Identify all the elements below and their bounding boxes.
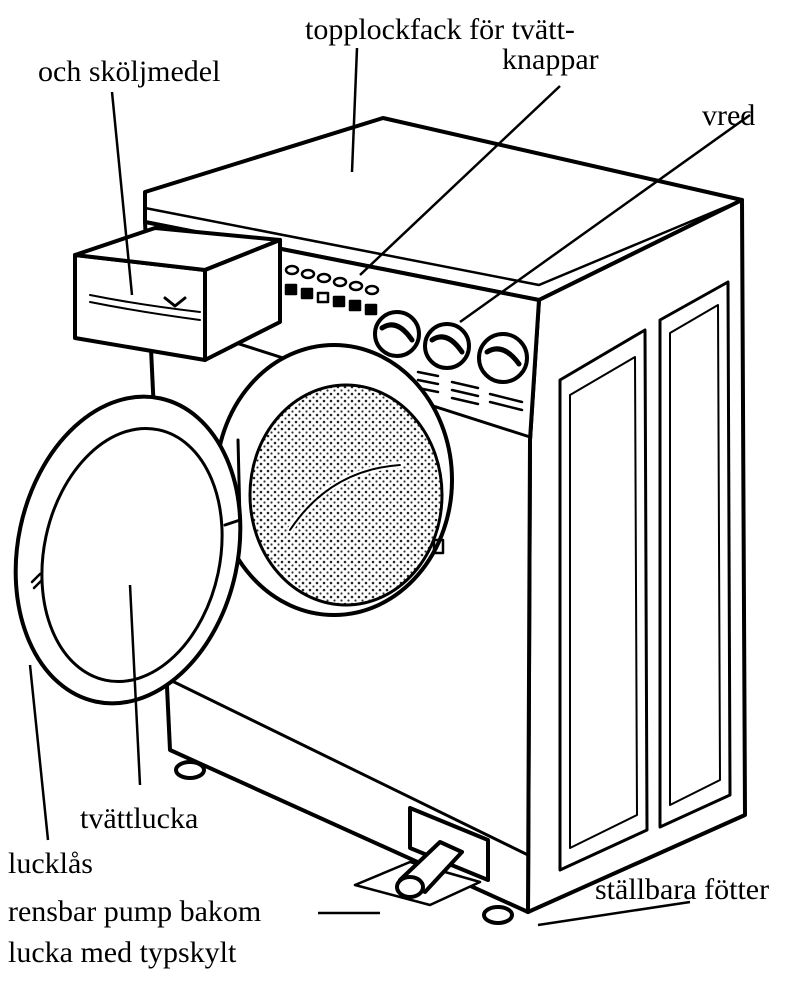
label-top-lid-2: knappar — [502, 43, 599, 76]
pump-hatch — [353, 806, 490, 907]
label-pump-1: rensbar pump bakom — [8, 895, 262, 928]
label-feet: ställbara fötter — [595, 873, 770, 906]
leader-feet — [537, 900, 691, 927]
label-rinse: och sköljmedel — [38, 55, 221, 88]
porthole — [214, 343, 454, 617]
control-knobs — [373, 310, 529, 384]
leader-buttons — [359, 85, 561, 276]
leader-knob — [459, 113, 751, 324]
label-pump-2: lucka med typskylt — [8, 936, 237, 969]
open-door — [13, 394, 243, 706]
label-door-lock: lucklås — [8, 847, 93, 880]
label-top-lid-1: topplockfack för tvätt- — [305, 13, 575, 46]
leader-lock — [28, 664, 50, 841]
label-knob: vred — [702, 99, 756, 132]
label-door: tvättlucka — [80, 802, 199, 835]
wash-buttons — [284, 264, 380, 316]
leader-top-lid — [350, 47, 359, 173]
leader-rinse — [110, 91, 134, 296]
leader-door — [128, 584, 142, 786]
